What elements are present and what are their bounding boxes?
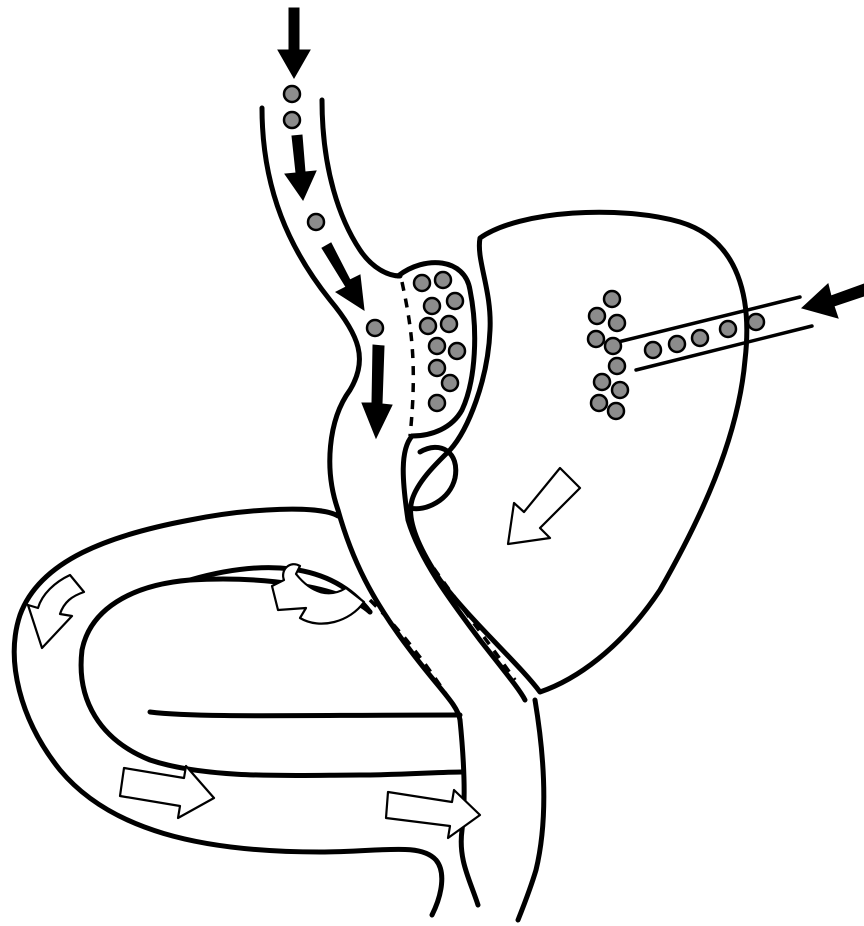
esophagus-bead: [367, 320, 383, 336]
pouch-bead: [441, 316, 457, 332]
remnant-stomach: [410, 212, 747, 692]
duct-bead: [692, 330, 708, 346]
loop-inner-wall: [81, 579, 462, 775]
esophagus-bead: [284, 86, 300, 102]
food-arrow-esophagus-1: [285, 135, 316, 200]
pouch-bead: [429, 395, 445, 411]
alimentary-left-wall: [262, 108, 460, 720]
hollow-arrow-lower-limb: [120, 766, 214, 818]
esophagus-bead: [284, 112, 300, 128]
pouch-bead: [424, 298, 440, 314]
stomach-bead: [591, 395, 607, 411]
pouch-bead: [447, 293, 463, 309]
pouch-bead: [429, 360, 445, 376]
stomach-bead: [612, 382, 628, 398]
food-arrow-pouch-exit: [362, 345, 392, 438]
loop-lower-channel: [150, 712, 460, 716]
food-flow-arrows: [278, 8, 864, 438]
duct-bead: [645, 342, 661, 358]
pouch-bead: [429, 338, 445, 354]
stomach-bulge: [410, 447, 456, 508]
stomach-bead: [609, 358, 625, 374]
pouch-bead: [414, 275, 430, 291]
intestinal-loop: [14, 509, 544, 920]
pouch-bead: [442, 375, 458, 391]
hollow-arrow-stomach: [508, 468, 580, 544]
esophagus-bead: [308, 214, 324, 230]
stomach-bead: [605, 338, 621, 354]
pouch-bead: [420, 318, 436, 334]
stomach-bead: [594, 374, 610, 390]
common-channel-right: [518, 700, 544, 920]
staple-line: [402, 282, 413, 436]
alimentary-right-wall: [403, 436, 525, 700]
stomach-bead: [604, 291, 620, 307]
duct-bead: [669, 336, 685, 352]
stomach-bead: [609, 315, 625, 331]
duct: [618, 297, 812, 370]
food-arrow-duct: [802, 284, 864, 318]
pouch-bead: [449, 343, 465, 359]
duct-bead: [748, 314, 764, 330]
stomach-bead: [589, 308, 605, 324]
duct-bead: [720, 321, 736, 337]
remnant-stomach-outline: [411, 212, 747, 692]
stomach-bead: [608, 403, 624, 419]
stomach-bead: [588, 331, 604, 347]
food-arrow-top: [278, 8, 310, 78]
pouch-bead: [435, 272, 451, 288]
